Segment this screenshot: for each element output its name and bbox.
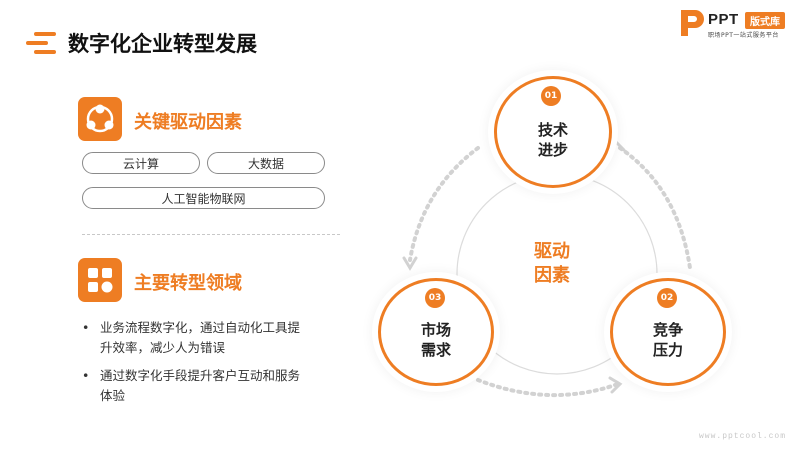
watermark: www.pptcool.com bbox=[698, 432, 786, 441]
logo-badge: 版式库 bbox=[745, 12, 785, 29]
arc-bottom-arrow-icon bbox=[608, 376, 623, 394]
arc-left bbox=[408, 146, 480, 262]
arc-bottom bbox=[476, 378, 620, 398]
center-label: 驱动 因素 bbox=[534, 241, 570, 286]
network-nodes-icon bbox=[78, 97, 122, 141]
node-label: 技术 进步 bbox=[537, 121, 568, 159]
areas-bullet-list: 业务流程数字化，通过自动化工具提升效率，减少人为错误 通过数字化手段提升客户互动… bbox=[82, 318, 312, 414]
arc-right-arrow-icon bbox=[610, 139, 626, 154]
arc-right bbox=[618, 146, 692, 270]
node-number: 02 bbox=[657, 288, 677, 308]
tag-ai-iot: 人工智能物联网 bbox=[82, 187, 325, 209]
page-title: 数字化企业转型发展 bbox=[68, 32, 257, 56]
tag-cloud-computing: 云计算 bbox=[82, 152, 200, 174]
grid-blocks-icon bbox=[78, 258, 122, 302]
section-divider bbox=[82, 234, 340, 235]
logo-text: PPT bbox=[708, 11, 739, 28]
list-item: 通过数字化手段提升客户互动和服务体验 bbox=[82, 366, 312, 406]
node-competition bbox=[610, 278, 726, 386]
node-label: 竞争 压力 bbox=[652, 321, 683, 359]
tag-big-data: 大数据 bbox=[207, 152, 325, 174]
areas-title: 主要转型领域 bbox=[134, 273, 242, 294]
title-mark-icon bbox=[26, 30, 56, 56]
list-item: 业务流程数字化，通过自动化工具提升效率，减少人为错误 bbox=[82, 318, 312, 358]
node-number: 01 bbox=[541, 86, 561, 106]
brand-logo: PPT 版式库 职场PPT一站式服务平台 bbox=[678, 8, 794, 40]
drivers-title: 关键驱动因素 bbox=[134, 112, 242, 133]
node-market bbox=[378, 278, 494, 386]
ppt-logo-icon bbox=[681, 10, 704, 36]
logo-tagline: 职场PPT一站式服务平台 bbox=[708, 32, 779, 39]
node-label: 市场 需求 bbox=[420, 321, 451, 359]
arc-left-arrow-icon bbox=[402, 256, 418, 271]
node-number: 03 bbox=[425, 288, 445, 308]
